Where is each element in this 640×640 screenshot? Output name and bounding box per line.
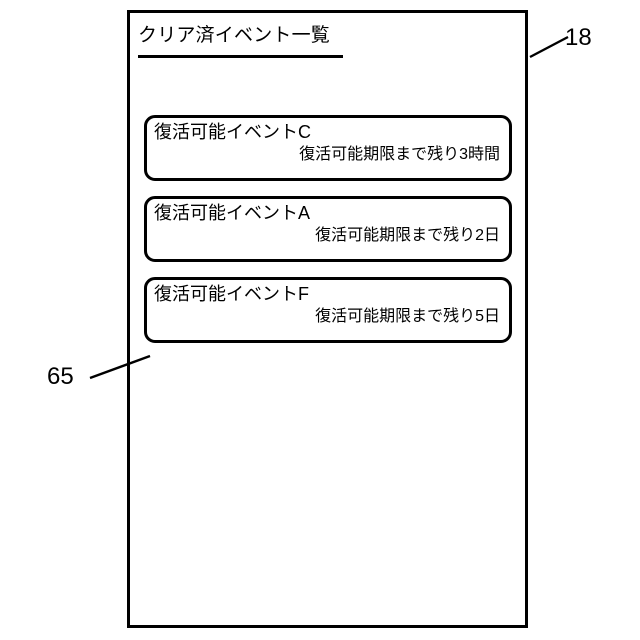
- reference-numeral-65: 65: [47, 363, 74, 390]
- event-name: 復活可能イベントA: [154, 203, 311, 223]
- title-underline: [138, 55, 343, 58]
- event-name: 復活可能イベントC: [154, 122, 311, 142]
- event-revival-deadline: 復活可能期限まで残り5日: [315, 308, 500, 325]
- leader-line-18: [528, 33, 569, 59]
- reference-numeral-18: 18: [565, 24, 592, 51]
- cleared-event-list: 復活可能イベントC 復活可能期限まで残り3時間 復活可能イベントA 復活可能期限…: [144, 115, 512, 358]
- event-revival-deadline: 復活可能期限まで残り3時間: [299, 146, 500, 163]
- event-card[interactable]: 復活可能イベントA 復活可能期限まで残り2日: [144, 196, 512, 262]
- page-title-text: クリア済イベント一覧: [138, 25, 331, 46]
- leader-line-65: [88, 350, 156, 380]
- event-card[interactable]: 復活可能イベントF 復活可能期限まで残り5日: [144, 277, 512, 343]
- event-revival-deadline: 復活可能期限まで残り2日: [315, 227, 500, 244]
- event-name: 復活可能イベントF: [154, 284, 309, 304]
- event-card[interactable]: 復活可能イベントC 復活可能期限まで残り3時間: [144, 115, 512, 181]
